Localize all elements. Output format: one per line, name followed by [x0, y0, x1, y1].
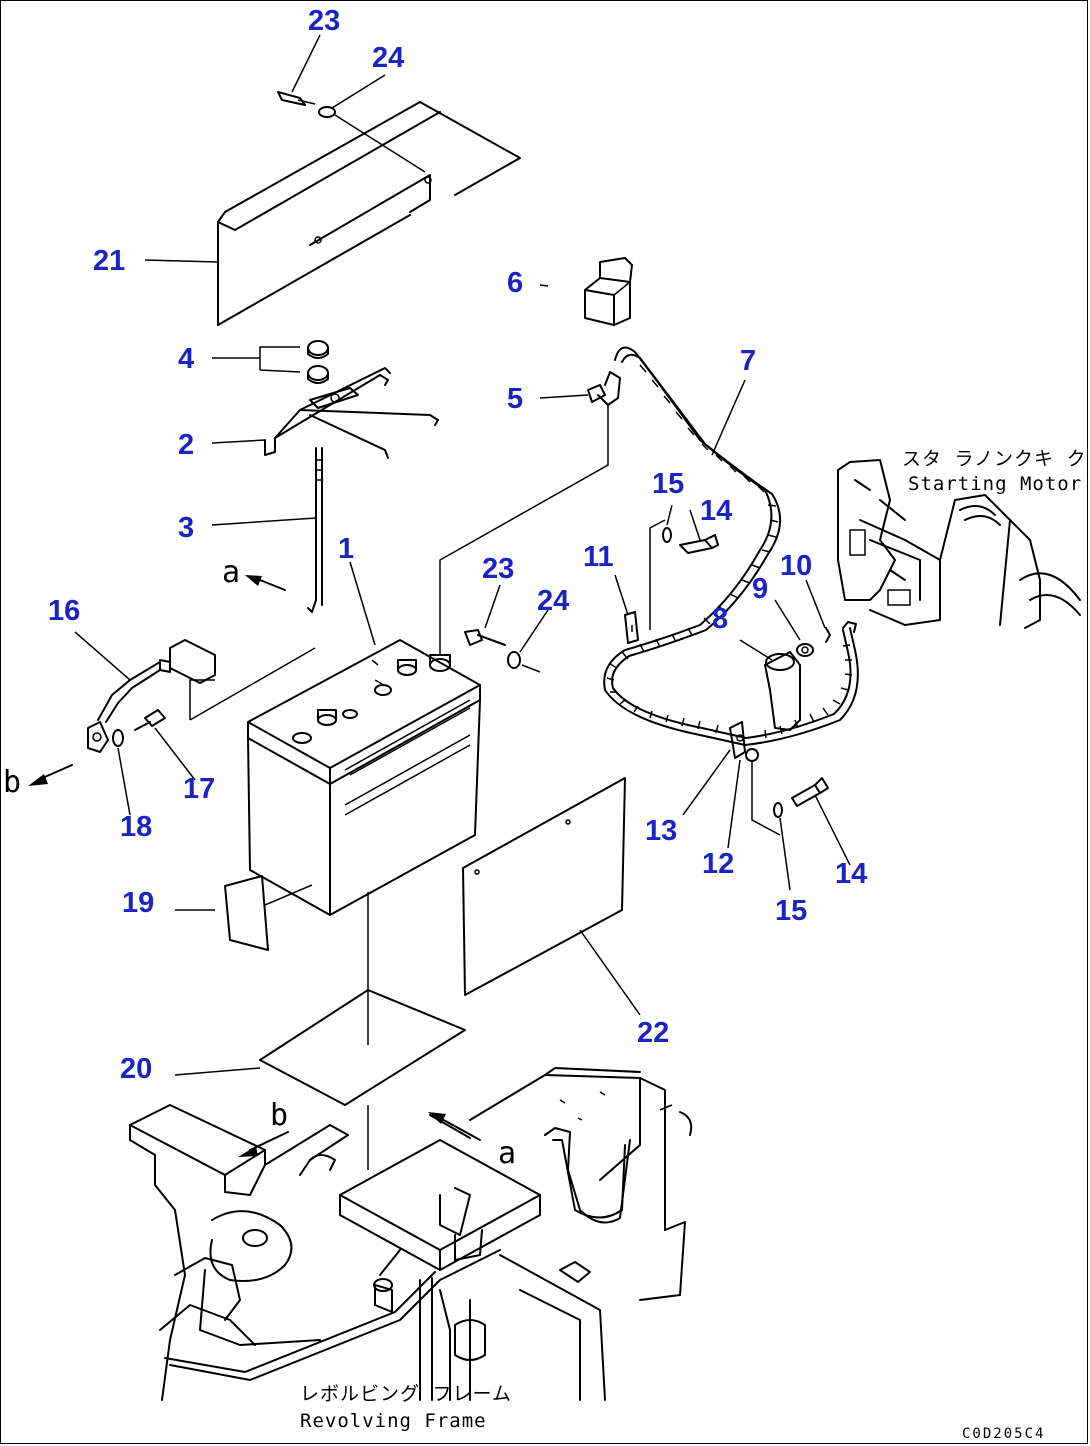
leader-cover-bolt	[334, 114, 426, 173]
callout-14-lower: 14	[835, 858, 867, 890]
callout-18: 18	[120, 811, 152, 843]
callout-leaders	[74, 34, 851, 1076]
terminal-cap	[584, 257, 633, 326]
caution-plate	[462, 777, 626, 996]
callout-10: 10	[780, 550, 812, 582]
terminal-washer	[825, 627, 831, 643]
callout-24-mid: 24	[537, 585, 569, 617]
callout-labels: 23 24 21 4 2 3 1 6 5 7 15 14 11 23 24 10…	[48, 5, 867, 1085]
callout-15-upper: 15	[652, 468, 684, 500]
positive-terminal	[587, 371, 621, 406]
clamp-washer-upper	[662, 527, 672, 543]
view-arrow-a-frame	[428, 1112, 481, 1141]
starting-motor-jp-label: スタ ラノンクキ ク	[902, 448, 1087, 470]
leader-19-link	[264, 884, 313, 906]
battery-mat	[259, 989, 466, 1106]
callout-1: 1	[338, 533, 354, 565]
terminal-boot	[764, 651, 801, 731]
battery-bracket	[264, 367, 439, 459]
battery-harness	[603, 346, 859, 746]
revolving-frame-jp-label: レボルビング フレーム	[300, 1383, 512, 1405]
drawing-code: C0D205C4	[962, 1426, 1045, 1442]
cover-bolt-top	[277, 91, 316, 106]
callout-6: 6	[507, 267, 523, 299]
cover-washer-top	[318, 106, 336, 118]
view-arrow-a-upper	[245, 575, 286, 591]
leader-12-link	[751, 762, 781, 836]
battery	[247, 639, 481, 916]
ground-washer	[112, 729, 124, 747]
view-arrow-b-left	[28, 764, 73, 786]
callout-2: 2	[178, 429, 194, 461]
callout-14-upper: 14	[700, 495, 732, 527]
bracket-bolt-mid	[464, 629, 506, 646]
j-bolt	[307, 447, 323, 613]
clamp-11	[624, 611, 639, 644]
clamp-washer-lower	[773, 802, 783, 818]
callout-5: 5	[507, 383, 523, 415]
ground-cable	[87, 639, 216, 753]
leader-4	[212, 346, 301, 373]
ground-bolt	[134, 709, 166, 731]
callout-13: 13	[645, 815, 677, 847]
bracket-washer-mid	[507, 651, 521, 669]
callout-24-top: 24	[372, 42, 404, 74]
callout-3: 3	[178, 512, 194, 544]
view-a-upper-label: a	[222, 555, 240, 590]
view-arrow-b-frame	[238, 1131, 289, 1157]
callout-12: 12	[702, 848, 734, 880]
callout-8: 8	[712, 603, 728, 635]
callout-7: 7	[740, 345, 756, 377]
view-a-frame-label: a	[498, 1136, 516, 1171]
leader-5-link	[439, 405, 609, 655]
revolving-frame	[129, 1067, 693, 1401]
callout-11: 11	[583, 541, 614, 573]
leader-24-mid	[521, 664, 541, 673]
callout-16: 16	[48, 595, 80, 627]
callout-23-top: 23	[308, 5, 340, 37]
view-b-left-label: b	[3, 765, 21, 800]
callout-17: 17	[183, 773, 215, 805]
leader-16-link	[189, 647, 316, 721]
view-b-frame-label: b	[270, 1098, 288, 1133]
callout-23-mid: 23	[482, 553, 514, 585]
callout-20: 20	[120, 1053, 152, 1085]
starting-motor-en-label: Starting Motor	[908, 473, 1082, 495]
battery-cover	[217, 101, 521, 326]
callout-4: 4	[178, 343, 194, 375]
callout-9: 9	[752, 573, 768, 605]
clamp-12-13	[729, 721, 759, 762]
callout-15-lower: 15	[775, 895, 807, 927]
callout-19: 19	[122, 887, 154, 919]
clamp-bolt-lower	[791, 777, 829, 807]
terminal-nut	[796, 643, 814, 657]
battery-label-19	[224, 875, 269, 951]
callout-22: 22	[637, 1017, 669, 1049]
clamp-bolt-upper	[679, 534, 719, 554]
callout-21: 21	[93, 245, 125, 277]
starting-motor	[837, 459, 1081, 629]
revolving-frame-en-label: Revolving Frame	[300, 1410, 487, 1432]
nut-pair	[307, 340, 329, 384]
leader-11-link	[649, 519, 666, 630]
